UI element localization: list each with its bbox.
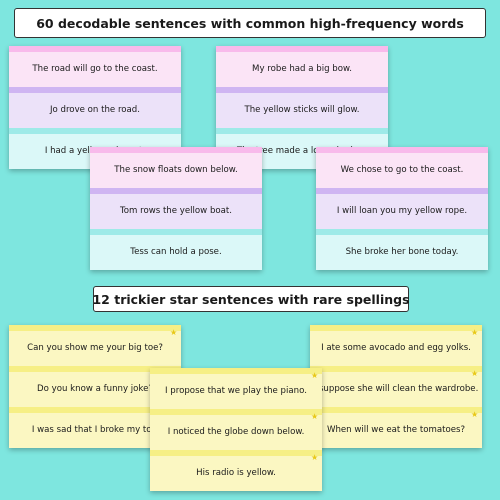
- star-icon: ★: [170, 328, 178, 337]
- strip-tag: [150, 450, 322, 456]
- sentence-strip: ★ I propose that we play the piano.: [150, 368, 322, 409]
- star-icon: ★: [471, 369, 479, 378]
- strip-tag: [316, 229, 488, 235]
- strip-tag: [90, 188, 262, 194]
- sentence-strip: My robe had a big bow.: [216, 46, 388, 87]
- strip-tag: [310, 366, 482, 372]
- sentence-strip: Jo drove on the road.: [9, 87, 181, 128]
- star-icon: ★: [311, 412, 319, 421]
- star-icon: ★: [311, 453, 319, 462]
- sentence-text: Can you show me your big toe?: [27, 342, 163, 353]
- sentence-text: I propose that we play the piano.: [165, 385, 307, 396]
- sentence-strip: Tom rows the yellow boat.: [90, 188, 262, 229]
- sentence-text: The yellow sticks will glow.: [244, 104, 360, 115]
- sentence-text: The tree made a long shadow.: [237, 145, 367, 156]
- strip-tag: [9, 366, 181, 372]
- sentence-strip: ★ I noticed the globe down below.: [150, 409, 322, 450]
- strip-tag: [90, 229, 262, 235]
- sentence-strip: The road will go to the coast.: [9, 46, 181, 87]
- sentence-strip: She broke her bone today.: [316, 229, 488, 270]
- star-card-3: ★ I propose that we play the piano. ★ I …: [150, 368, 322, 491]
- sentence-text: I ate some avocado and egg yolks.: [321, 342, 471, 353]
- sentence-text: Tess can hold a pose.: [130, 246, 222, 257]
- banner-decodable-title: 60 decodable sentences with common high-…: [14, 8, 486, 38]
- sentence-text: I suppose she will clean the wardrobe.: [313, 383, 479, 394]
- star-icon: ★: [311, 371, 319, 380]
- strip-tag: [216, 87, 388, 93]
- decodable-card-3: The snow floats down below. Tom rows the…: [90, 147, 262, 270]
- sentence-text: Do you know a funny joke?: [37, 383, 153, 394]
- star-icon: ★: [471, 328, 479, 337]
- sentence-text: When will we eat the tomatoes?: [326, 424, 466, 435]
- sentence-strip: I will loan you my yellow rope.: [316, 188, 488, 229]
- strip-tag: [9, 87, 181, 93]
- sentence-text: His radio is yellow.: [196, 467, 276, 478]
- sentence-text: I noticed the globe down below.: [167, 426, 305, 437]
- sentence-text: The snow floats down below.: [114, 164, 238, 175]
- sentence-strip: We chose to go to the coast.: [316, 147, 488, 188]
- strip-tag: [9, 128, 181, 134]
- sentence-strip: The yellow sticks will glow.: [216, 87, 388, 128]
- sentence-strip: Tess can hold a pose.: [90, 229, 262, 270]
- sentence-text: My robe had a big bow.: [252, 63, 352, 74]
- strip-tag: [9, 407, 181, 413]
- strip-tag: [316, 147, 488, 153]
- strip-tag: [90, 147, 262, 153]
- sentence-strip: ★ His radio is yellow.: [150, 450, 322, 491]
- star-icon: ★: [471, 410, 479, 419]
- banner-star-title: 12 trickier star sentences with rare spe…: [92, 286, 410, 312]
- strip-tag: [316, 188, 488, 194]
- sentence-text: I was sad that I broke my toy.: [31, 424, 159, 435]
- sentence-text: I will loan you my yellow rope.: [336, 205, 468, 216]
- sentence-text: Tom rows the yellow boat.: [119, 205, 233, 216]
- strip-tag: [310, 325, 482, 331]
- decodable-card-4: We chose to go to the coast. I will loan…: [316, 147, 488, 270]
- strip-tag: [150, 368, 322, 374]
- sentence-strip: ★ I ate some avocado and egg yolks.: [310, 325, 482, 366]
- sentence-text: She broke her bone today.: [345, 246, 459, 257]
- sentence-strip: ★ Can you show me your big toe?: [9, 325, 181, 366]
- strip-tag: [216, 128, 388, 134]
- strip-tag: [9, 325, 181, 331]
- star-card-2: ★ I ate some avocado and egg yolks. ★ I …: [310, 325, 482, 448]
- sentence-strip: ★ When will we eat the tomatoes?: [310, 407, 482, 448]
- strip-tag: [150, 409, 322, 415]
- strip-tag: [9, 46, 181, 52]
- sentence-text: Jo drove on the road.: [49, 104, 140, 115]
- sentence-strip: The snow floats down below.: [90, 147, 262, 188]
- sentence-strip: ★ I suppose she will clean the wardrobe.: [310, 366, 482, 407]
- sentence-text: We chose to go to the coast.: [340, 164, 464, 175]
- strip-tag: [310, 407, 482, 413]
- sentence-text: The road will go to the coast.: [32, 63, 158, 74]
- strip-tag: [216, 46, 388, 52]
